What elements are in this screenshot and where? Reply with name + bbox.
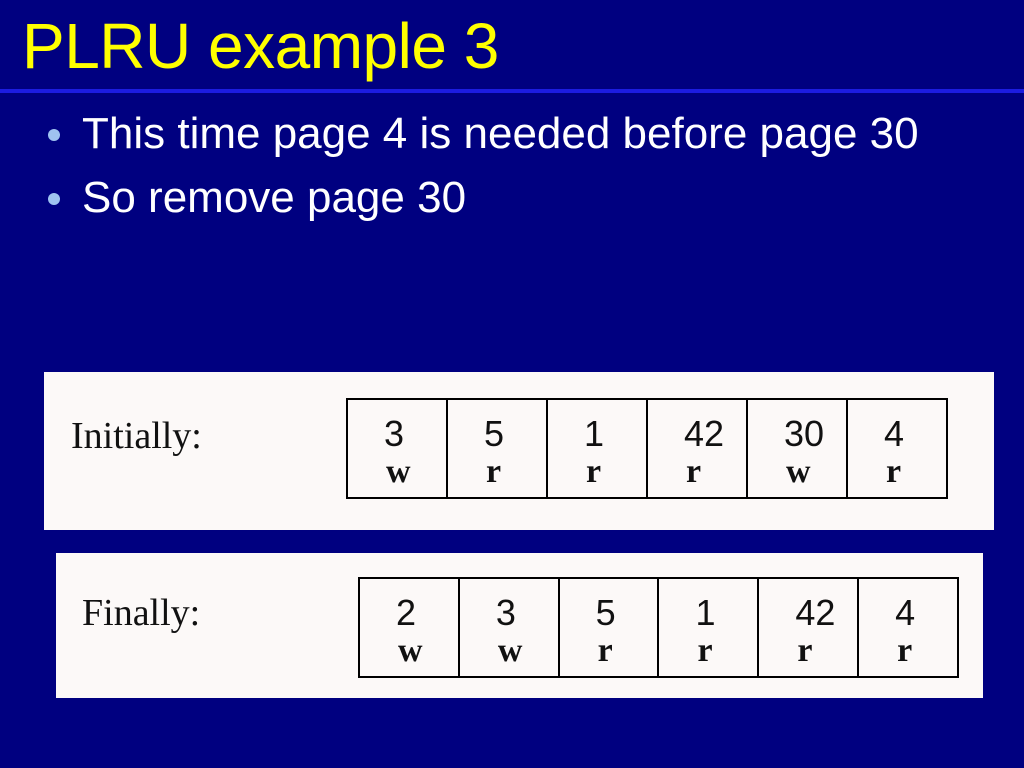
access-flag: w [386,453,411,490]
page-cell: 3 w [460,579,560,676]
page-number: 3 [495,592,516,633]
page-number: 2 [396,592,417,633]
page-number: 5 [484,413,505,454]
final-page-row: 2 w 3 w 5 r 1 r 42 r 4 r [358,577,959,678]
page-number: 3 [384,413,405,454]
page-cell: 5 r [448,400,548,497]
initial-page-row: 3 w 5 r 1 r 42 r 30 w 4 r [346,398,948,499]
access-flag: r [586,453,602,490]
bullet-item: So remove page 30 [44,168,924,228]
bullet-item: This time page 4 is needed before page 3… [44,104,924,164]
page-cell: 4 r [848,400,946,497]
final-state-panel: Finally: 2 w 3 w 5 r 1 r 42 r [56,553,983,698]
page-cell: 30 w [748,400,848,497]
access-flag: r [486,453,502,490]
page-cell: 3 w [348,400,448,497]
page-number: 1 [584,413,605,454]
bullet-text: So remove page 30 [82,173,467,222]
access-flag: r [797,632,813,669]
page-number: 30 [784,413,825,454]
page-cell: 1 r [548,400,648,497]
page-number: 5 [595,592,616,633]
access-flag: r [886,453,902,490]
access-flag: r [686,453,702,490]
bullet-dot-icon [48,129,60,141]
initial-label: Initially: [71,415,202,457]
page-cell: 1 r [659,579,760,676]
page-cell: 5 r [560,579,660,676]
page-number: 4 [895,592,916,633]
final-label: Finally: [82,592,201,634]
page-cell: 42 r [648,400,748,497]
access-flag: r [697,632,713,669]
access-flag: w [786,453,811,490]
title-divider [0,89,1024,93]
page-number: 1 [695,592,716,633]
page-number: 42 [684,413,725,454]
access-flag: w [398,632,423,669]
page-cell: 42 r [759,579,860,676]
page-cell: 2 w [360,579,460,676]
page-number: 4 [884,413,905,454]
initial-state-panel: Initially: 3 w 5 r 1 r 42 r 30 w [44,372,994,530]
bullet-dot-icon [48,193,60,205]
access-flag: r [597,632,613,669]
page-number: 42 [795,592,836,633]
slide-title: PLRU example 3 [22,10,499,82]
access-flag: w [497,632,523,669]
page-cell: 4 r [859,579,957,676]
bullet-list: This time page 4 is needed before page 3… [44,104,924,232]
bullet-text: This time page 4 is needed before page 3… [82,109,919,158]
access-flag: r [897,632,913,669]
